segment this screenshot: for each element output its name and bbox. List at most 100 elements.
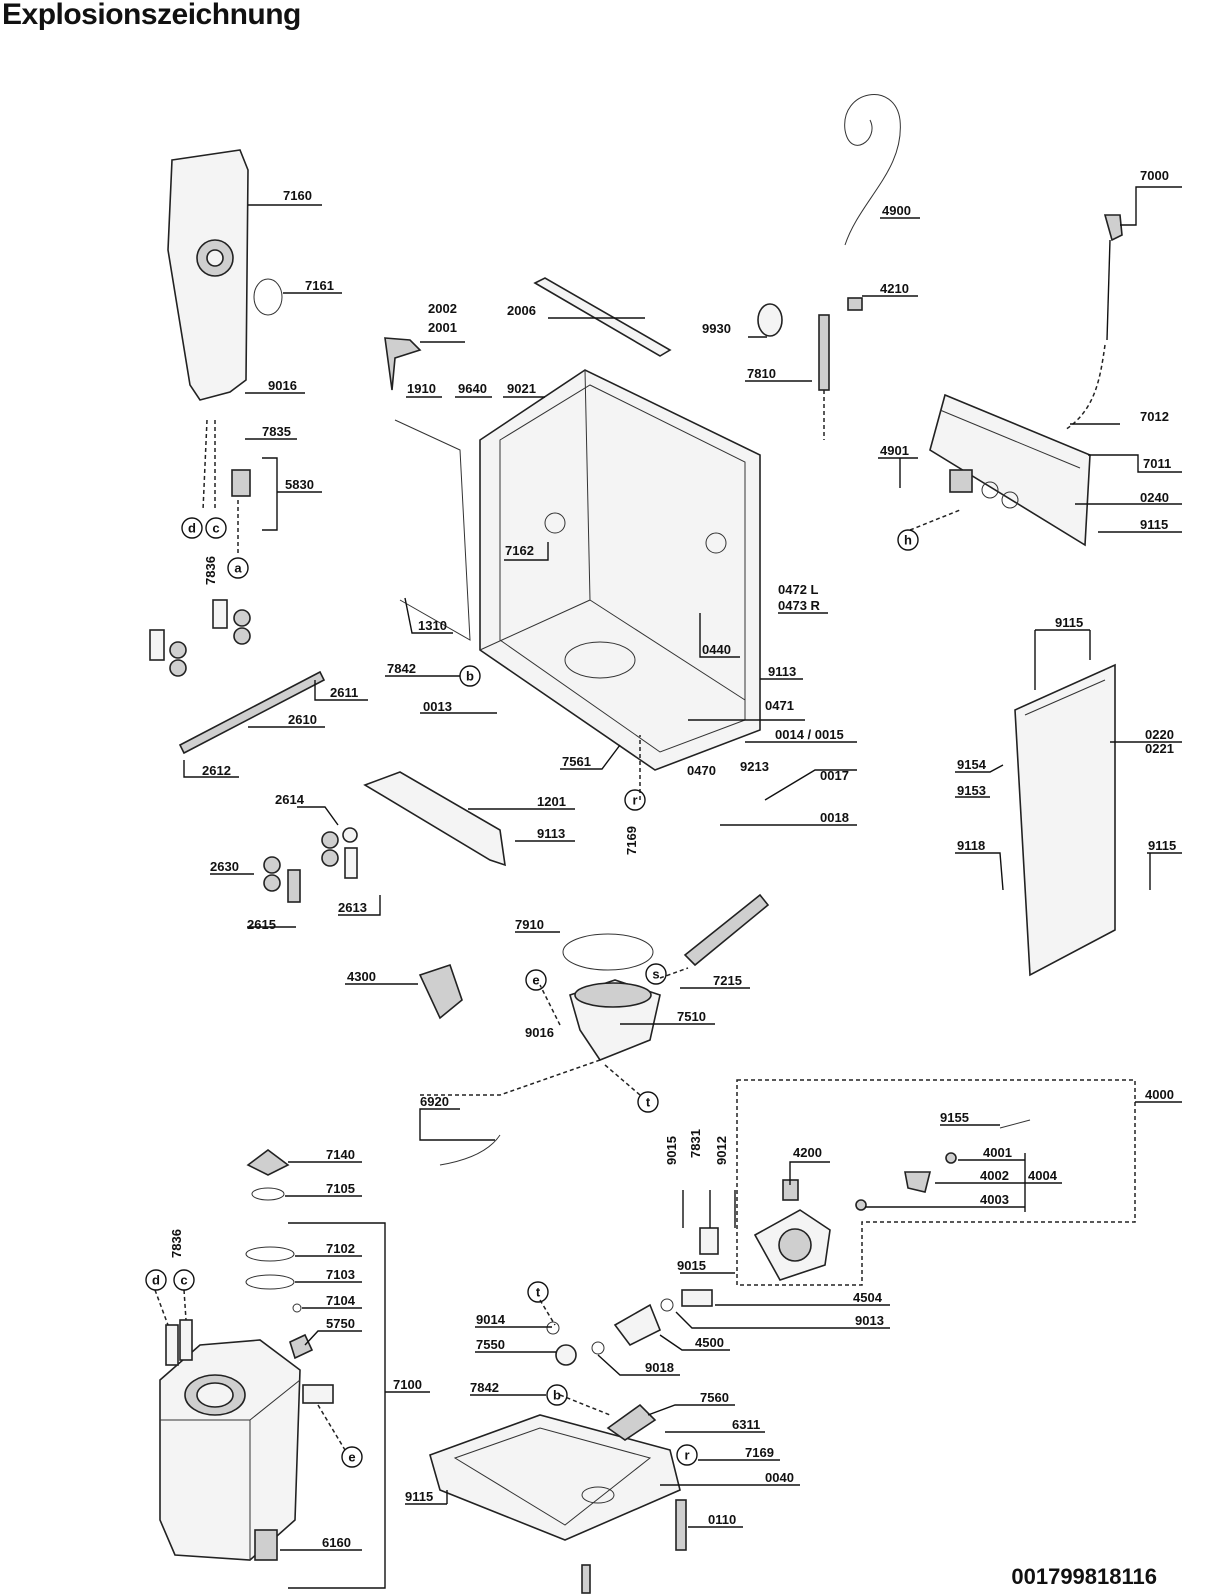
svg-text:a: a xyxy=(234,561,242,576)
part-label: 9016 xyxy=(525,1025,554,1040)
part-label: 7011 xyxy=(1143,456,1171,471)
part-label: 0472 L xyxy=(778,582,819,597)
svg-text:t: t xyxy=(646,1095,651,1110)
part-label: 2006 xyxy=(507,303,536,318)
callout-r: r xyxy=(624,789,646,811)
part-label: 0473 R xyxy=(778,598,821,613)
svg-text:b: b xyxy=(466,669,474,684)
callout-d: d xyxy=(181,517,203,539)
part-label: 9154 xyxy=(957,757,987,772)
part-label: 7842 xyxy=(470,1380,499,1395)
leader-lines xyxy=(183,186,1182,1589)
part-label: 1910 xyxy=(407,381,436,396)
part-label: 7810 xyxy=(747,366,776,381)
part-label: 7842 xyxy=(387,661,416,676)
callout-c: c xyxy=(205,517,227,539)
part-label: 7560 xyxy=(700,1390,729,1405)
svg-text:b: b xyxy=(553,1388,561,1403)
part-label: 0240 xyxy=(1140,490,1169,505)
callout-a: a xyxy=(227,557,249,579)
part-drawings xyxy=(149,94,1136,1594)
part-label: 9153 xyxy=(957,783,986,798)
part-label: 0440 xyxy=(702,642,731,657)
callout-t: t xyxy=(637,1091,659,1113)
callout-t: t xyxy=(527,1281,549,1303)
part-label: 2615 xyxy=(247,917,276,932)
part-label: 7836 xyxy=(169,1229,184,1258)
callout-e: e xyxy=(341,1446,363,1468)
part-label: 2613 xyxy=(338,900,367,915)
part-label: 7215 xyxy=(713,973,742,988)
svg-text:s: s xyxy=(652,967,659,982)
part-label: 7103 xyxy=(326,1267,355,1282)
callout-s: s xyxy=(645,963,667,985)
part-label: 9640 xyxy=(458,381,487,396)
part-label: 2610 xyxy=(288,712,317,727)
part-label: 2001 xyxy=(428,320,457,335)
part-label: 7161 xyxy=(305,278,334,293)
part-label: 0040 xyxy=(765,1470,794,1485)
svg-text:c: c xyxy=(180,1273,187,1288)
part-label: 9115 xyxy=(1148,838,1176,853)
part-label: 0470 xyxy=(687,763,716,778)
callout-d: d xyxy=(145,1269,167,1291)
part-label: 9213 xyxy=(740,759,769,774)
part-label: 9113 xyxy=(768,664,796,679)
part-label: 0221 xyxy=(1145,741,1174,756)
part-label: 9113 xyxy=(537,826,565,841)
reference-callouts: d c a b h r e s t t d c e b r xyxy=(145,517,919,1468)
part-label: 9155 xyxy=(940,1110,969,1125)
svg-text:h: h xyxy=(904,533,912,548)
part-label: 9118 xyxy=(957,838,985,853)
part-label: 1310 xyxy=(418,618,447,633)
part-label: 7140 xyxy=(326,1147,355,1162)
part-label: 9014 xyxy=(476,1312,506,1327)
part-label: 2002 xyxy=(428,301,457,316)
part-label: 7162 xyxy=(505,543,534,558)
part-label: 7000 xyxy=(1140,168,1169,183)
part-label: 7169 xyxy=(745,1445,774,1460)
part-label: 0013 xyxy=(423,699,452,714)
part-label: 4900 xyxy=(882,203,911,218)
part-label: 4200 xyxy=(793,1145,822,1160)
part-label: 7836 xyxy=(203,556,218,585)
part-label: 0471 xyxy=(765,698,794,713)
part-label: 9015 xyxy=(664,1136,679,1165)
callout-e: e xyxy=(525,969,547,991)
svg-text:t: t xyxy=(536,1285,541,1300)
part-label: 4004 xyxy=(1028,1168,1058,1183)
part-label: 0110 xyxy=(708,1512,736,1527)
part-label: 7160 xyxy=(283,188,312,203)
part-label: 6920 xyxy=(420,1094,449,1109)
document-number: 001799818116 xyxy=(1011,1564,1157,1589)
part-label: 2614 xyxy=(275,792,305,807)
part-label: 7105 xyxy=(326,1181,355,1196)
part-labels: 7160 7161 9016 7835 5830 7836 2002 2001 … xyxy=(169,168,1176,1550)
svg-text:d: d xyxy=(152,1273,160,1288)
part-label: 9018 xyxy=(645,1360,674,1375)
part-label: 7100 xyxy=(393,1377,422,1392)
part-label: 7831 xyxy=(688,1129,703,1158)
svg-text:d: d xyxy=(188,521,196,536)
svg-text:e: e xyxy=(348,1450,355,1465)
part-label: 9016 xyxy=(268,378,297,393)
part-label: 2612 xyxy=(202,763,231,778)
part-label: 4000 xyxy=(1145,1087,1174,1102)
part-label: 9930 xyxy=(702,321,731,336)
part-label: 9015 xyxy=(677,1258,706,1273)
callout-r: r xyxy=(676,1444,698,1466)
part-label: 4300 xyxy=(347,969,376,984)
part-label: 6311 xyxy=(732,1417,760,1432)
part-label: 2611 xyxy=(330,685,358,700)
part-label: 7550 xyxy=(476,1337,505,1352)
part-label: 5830 xyxy=(285,477,314,492)
part-label: 6160 xyxy=(322,1535,351,1550)
part-label: 9012 xyxy=(714,1136,729,1165)
part-label: 7012 xyxy=(1140,409,1169,424)
part-label: 5750 xyxy=(326,1316,355,1331)
part-label: 9115 xyxy=(1055,615,1083,630)
svg-text:r: r xyxy=(632,793,637,808)
part-label: 0017 xyxy=(820,768,849,783)
part-label: 9115 xyxy=(1140,517,1168,532)
